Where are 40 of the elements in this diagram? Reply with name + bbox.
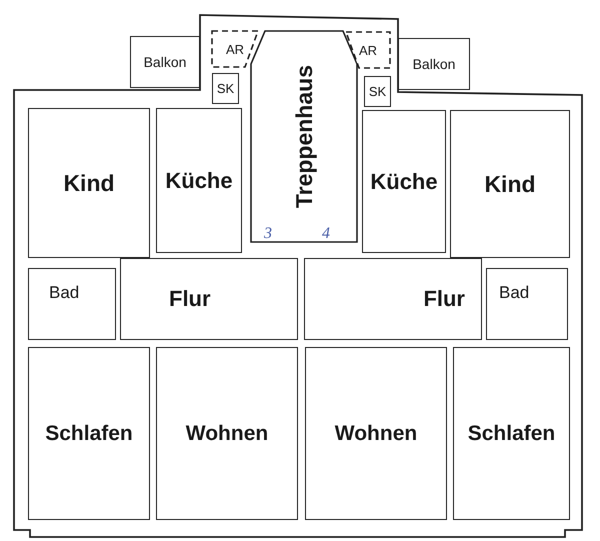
room-label: Küche	[370, 170, 438, 192]
room-label: Balkon	[412, 57, 456, 71]
room-label: Schlafen	[45, 423, 133, 444]
room	[156, 108, 242, 253]
room-label: SK	[216, 82, 234, 95]
room	[304, 258, 482, 340]
room-label: Kind	[63, 172, 115, 194]
room-label: Küche	[165, 170, 233, 192]
room-label: Flur	[423, 288, 465, 310]
room	[398, 38, 470, 90]
room-label: Schlafen	[468, 423, 556, 444]
room-label: AR	[358, 44, 378, 56]
room-label: Bad	[499, 284, 530, 300]
room-label: Bad	[49, 284, 80, 300]
handwritten-number: 3	[264, 226, 272, 242]
room-label: Treppenhaus	[292, 64, 316, 208]
room	[28, 347, 150, 520]
room	[450, 110, 570, 258]
room	[364, 76, 391, 107]
room-label: Kind	[484, 172, 536, 196]
room	[486, 268, 568, 340]
room	[156, 347, 298, 520]
handwritten-number: 4	[322, 226, 330, 242]
room	[212, 73, 239, 104]
room	[453, 347, 570, 520]
room	[120, 258, 298, 340]
room	[345, 31, 391, 69]
room	[211, 30, 259, 68]
room	[28, 108, 150, 258]
room-label: AR	[226, 42, 244, 56]
room-label: SK	[368, 85, 386, 98]
room	[130, 36, 200, 88]
room	[362, 110, 446, 253]
room-label: Wohnen	[186, 423, 268, 444]
room-label: Wohnen	[334, 423, 418, 444]
stairwell-room	[250, 30, 358, 243]
room	[305, 347, 447, 520]
room-label: Flur	[169, 288, 211, 310]
room-label: Balkon	[144, 55, 186, 69]
room	[28, 268, 116, 340]
